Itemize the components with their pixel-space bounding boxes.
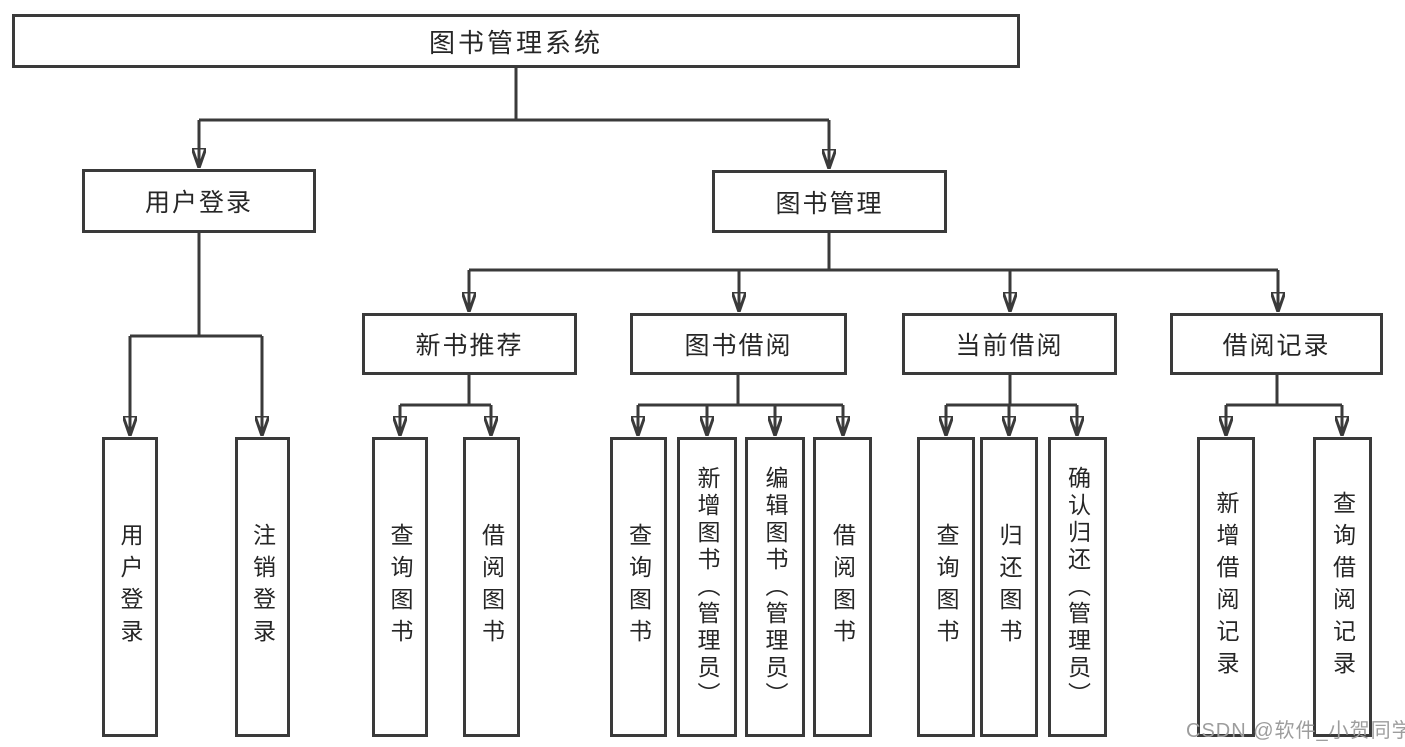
- leaf-return-book: 归还图书: [980, 437, 1038, 737]
- leaf-add-book-admin: 新增图书（管理员）: [677, 437, 737, 737]
- leaf-logout: 注销登录: [235, 437, 290, 737]
- leaf-user-login: 用户登录: [102, 437, 158, 737]
- node-book-borrow: 图书借阅: [630, 313, 847, 375]
- leaf-borrow-books-1: 借阅图书: [463, 437, 520, 737]
- leaf-borrow-books-2: 借阅图书: [813, 437, 872, 737]
- node-current-borrow: 当前借阅: [902, 313, 1117, 375]
- node-root: 图书管理系统: [12, 14, 1020, 68]
- node-borrow-records: 借阅记录: [1170, 313, 1383, 375]
- leaf-confirm-return-admin: 确认归还（管理员）: [1048, 437, 1107, 737]
- csdn-watermark: CSDN @软件_小贺同学: [1186, 720, 1405, 742]
- leaf-add-borrow-record: 新增借阅记录: [1197, 437, 1255, 737]
- node-book-management: 图书管理: [712, 170, 947, 233]
- leaf-query-books-3: 查询图书: [917, 437, 975, 737]
- node-new-book-recommend: 新书推荐: [362, 313, 577, 375]
- leaf-query-books-2: 查询图书: [610, 437, 667, 737]
- leaf-query-books-1: 查询图书: [372, 437, 428, 737]
- leaf-edit-book-admin: 编辑图书（管理员）: [745, 437, 805, 737]
- leaf-query-borrow-record: 查询借阅记录: [1313, 437, 1372, 737]
- node-user-login: 用户登录: [82, 169, 316, 233]
